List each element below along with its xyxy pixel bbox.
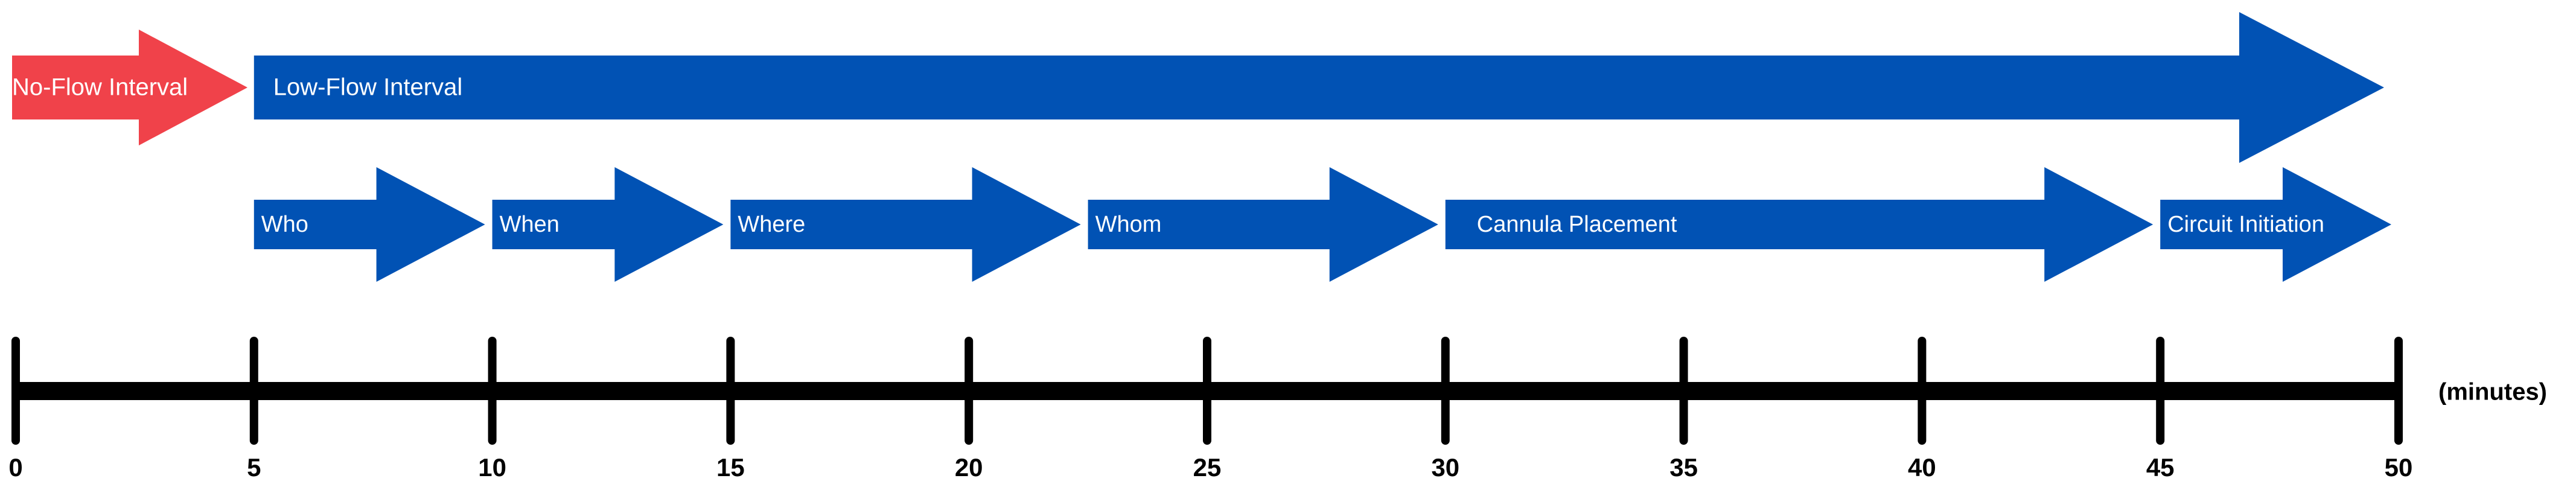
axis-tick-label: 30 (1431, 453, 1459, 482)
phase-label-low-flow-interval: Low-Flow Interval (273, 74, 462, 101)
phase-arrow-low-flow-interval (253, 12, 2384, 163)
axis-tick-label: 40 (1908, 453, 1936, 482)
phase-arrow-no-flow-interval (12, 30, 247, 145)
step-label-when: When (500, 212, 560, 237)
axis-tick-label: 5 (247, 453, 261, 482)
step-arrow-where (730, 167, 1081, 282)
step-label-whom: Whom (1095, 212, 1162, 237)
axis-tick-label: 0 (8, 453, 22, 482)
axis-tick-label: 25 (1193, 453, 1222, 482)
step-arrows: Who When Where Whom Cannula Placement Circuit… (253, 167, 2391, 282)
axis-tick-label: 20 (955, 453, 983, 482)
step-label-cannula-placement: Cannula Placement (1477, 212, 1677, 237)
step-arrow-cannula-placement (1445, 167, 2154, 282)
step-label-where: Where (738, 212, 805, 237)
phase-label-no-flow-interval: No-Flow Interval (12, 74, 188, 101)
axis-tick-label: 35 (1669, 453, 1698, 482)
step-label-who: Who (261, 212, 308, 237)
step-arrow-circuit-initiation (2160, 167, 2391, 282)
time-axis: 0 5 10 15 20 25 30 35 40 45 50 (minutes) (8, 337, 2547, 482)
axis-tick-label: 10 (478, 453, 506, 482)
phase-arrows: No-Flow Interval Low-Flow Interval (12, 12, 2384, 163)
axis-unit-label: (minutes) (2438, 379, 2547, 406)
axis-tick-label: 15 (716, 453, 745, 482)
step-arrow-who (253, 167, 485, 282)
axis-tick-label: 45 (2146, 453, 2175, 482)
step-arrow-whom (1088, 167, 1438, 282)
step-arrow-when (492, 167, 724, 282)
step-label-circuit-initiation: Circuit Initiation (2167, 212, 2324, 237)
axis-tick-label: 50 (2385, 453, 2413, 482)
